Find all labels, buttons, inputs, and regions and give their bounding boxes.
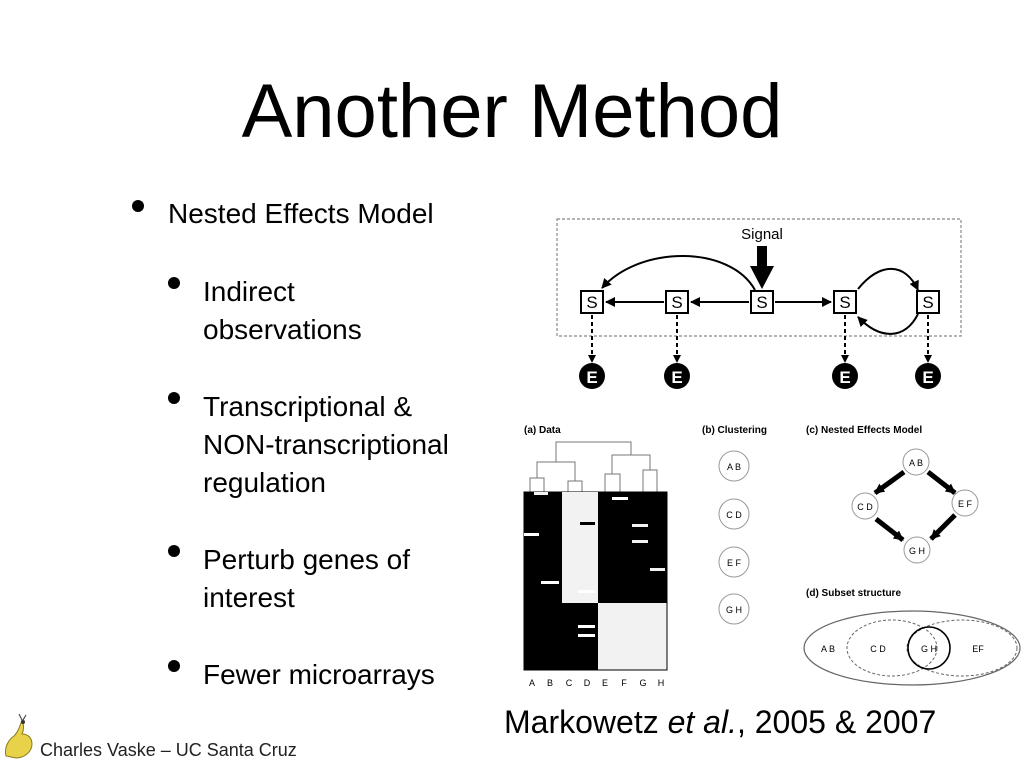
- s-node: S: [580, 290, 604, 314]
- bullet-perturb-genes: Perturb genes of interest: [203, 541, 410, 617]
- panel-label-nem: (c) Nested Effects Model: [806, 425, 922, 436]
- citation-author: Markowetz: [504, 704, 668, 740]
- svg-text:G: G: [639, 678, 646, 688]
- dendrogram: [529, 441, 658, 492]
- edge-arrow-feedback: [857, 267, 919, 291]
- pathway-boundary: [556, 218, 962, 337]
- cluster-node: G H: [718, 593, 750, 625]
- bullet-dot: [168, 660, 180, 672]
- svg-text:A B: A B: [909, 458, 923, 468]
- svg-text:S: S: [839, 293, 850, 312]
- nem-node: G H: [903, 536, 931, 564]
- s-node: S: [916, 290, 940, 314]
- svg-text:H: H: [658, 678, 665, 688]
- svg-text:C: C: [566, 678, 573, 688]
- cluster-node: E F: [718, 546, 750, 578]
- svg-text:A: A: [529, 678, 535, 688]
- svg-text:G H: G H: [909, 546, 925, 556]
- svg-text:E: E: [586, 368, 597, 387]
- signal-arrow-head: [750, 266, 774, 289]
- panel-label-clustering: (b) Clustering: [702, 425, 767, 436]
- svg-text:F: F: [621, 678, 627, 688]
- heatmap-column-labels: A B C D E F G H: [529, 678, 664, 688]
- bullet-line: NON-transcriptional: [203, 429, 449, 460]
- cluster-node: A B: [718, 450, 750, 482]
- s-node: S: [750, 290, 774, 314]
- subset-label: EF: [972, 644, 984, 654]
- signal-label: Signal: [741, 226, 783, 243]
- bullet-transcriptional-regulation: Transcriptional & NON-transcriptional re…: [203, 388, 449, 502]
- bullet-fewer-microarrays: Fewer microarrays: [203, 656, 435, 694]
- signal-arrow-shaft: [757, 246, 767, 268]
- svg-text:E F: E F: [727, 558, 742, 568]
- svg-text:S: S: [586, 293, 597, 312]
- footer-author: Charles Vaske – UC Santa Cruz: [40, 740, 297, 760]
- nem-node: E F: [951, 489, 979, 517]
- svg-text:S: S: [922, 293, 933, 312]
- subset-label: G H: [921, 644, 937, 654]
- bullet-nested-effects-model: Nested Effects Model: [168, 195, 434, 233]
- citation-etal: et al.: [667, 704, 737, 740]
- bullet-line: Fewer microarrays: [203, 659, 435, 690]
- bullet-line: Transcriptional &: [203, 391, 413, 422]
- bullet-line: regulation: [203, 467, 326, 498]
- svg-text:G H: G H: [726, 605, 742, 615]
- slide-title: Another Method: [241, 69, 783, 154]
- e-node: E: [832, 363, 858, 389]
- subset-label: A B: [821, 644, 835, 654]
- nem-node: C D: [851, 492, 879, 520]
- s-node: S: [833, 290, 857, 314]
- svg-text:S: S: [671, 293, 682, 312]
- panel-label-subset: (d) Subset structure: [806, 588, 901, 599]
- svg-text:C D: C D: [857, 502, 873, 512]
- subset-structure: A B C D G H EF: [803, 610, 1021, 686]
- e-node: E: [579, 363, 605, 389]
- edge-arrow-curved: [601, 255, 756, 291]
- bullet-dot: [132, 200, 144, 212]
- bullet-dot: [168, 392, 180, 404]
- svg-text:E: E: [671, 368, 682, 387]
- edge-arrow-feedback: [857, 313, 919, 335]
- bullet-line: interest: [203, 582, 295, 613]
- svg-text:S: S: [756, 293, 767, 312]
- data-heatmap: [523, 491, 668, 671]
- bullet-dot: [168, 277, 180, 289]
- s-node: S: [665, 290, 689, 314]
- svg-text:E: E: [839, 368, 850, 387]
- bullet-indirect-observations: Indirect observations: [203, 273, 362, 349]
- svg-text:E F: E F: [958, 499, 973, 509]
- svg-text:D: D: [584, 678, 591, 688]
- cluster-node: C D: [718, 498, 750, 530]
- citation-years: , 2005 & 2007: [736, 704, 937, 740]
- nem-node: A B: [902, 448, 930, 476]
- e-node: E: [664, 363, 690, 389]
- subset-label: C D: [870, 644, 886, 654]
- svg-text:B: B: [547, 678, 553, 688]
- svg-text:E: E: [602, 678, 608, 688]
- bullet-line: observations: [203, 314, 362, 345]
- svg-text:E: E: [922, 368, 933, 387]
- ucsc-slug-logo-icon: [5, 713, 33, 759]
- bullet-line: Perturb genes of: [203, 544, 411, 575]
- bullet-dot: [168, 545, 180, 557]
- bullet-line: Nested Effects Model: [168, 198, 434, 229]
- svg-text:A B: A B: [727, 462, 741, 472]
- panel-label-data: (a) Data: [524, 425, 561, 436]
- svg-text:C D: C D: [726, 510, 742, 520]
- e-node: E: [915, 363, 941, 389]
- nem-edges: [873, 469, 957, 542]
- citation: Markowetz et al., 2005 & 2007: [504, 704, 936, 741]
- bullet-line: Indirect: [203, 276, 295, 307]
